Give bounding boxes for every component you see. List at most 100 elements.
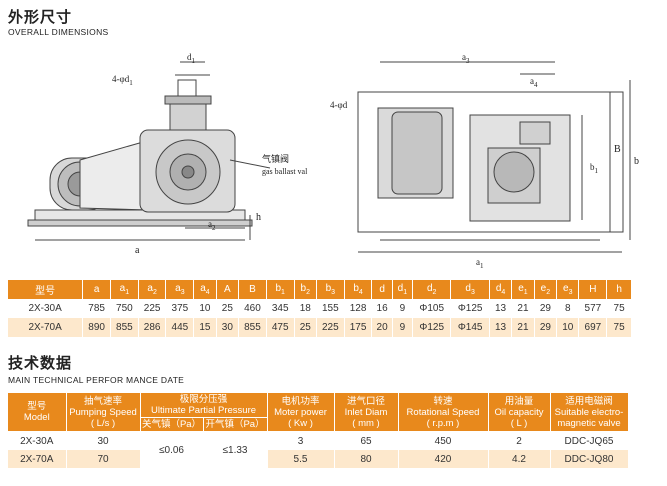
tech-header-open-ballast: 开气镇（Pa） <box>203 417 268 432</box>
svg-text:a1: a1 <box>476 257 484 270</box>
svg-text:b1: b1 <box>590 162 599 175</box>
dims-cell: 25 <box>294 318 317 337</box>
dims-cell: 13 <box>489 299 513 318</box>
dims-cell: 460 <box>238 299 267 318</box>
dims-header-col: d4 <box>489 280 513 299</box>
label-a1: a <box>476 257 480 267</box>
dims-header-col: e1 <box>511 280 535 299</box>
dims-header-col: a2 <box>138 280 167 299</box>
label-h: h <box>256 212 261 223</box>
dims-cell: 10 <box>193 299 217 318</box>
section2-title-cn: 技术数据 <box>8 354 73 372</box>
tech-cell-speed: 70 <box>66 450 141 468</box>
tech-cell-closed: ≤0.06 <box>140 431 204 468</box>
tech-header-closed-ballast: 关气镇（Pa） <box>140 417 204 432</box>
dims-cell: 29 <box>534 318 558 337</box>
dims-cell: 18 <box>294 299 317 318</box>
dims-cell: 475 <box>266 318 295 337</box>
tech-cell-oil: 4.2 <box>488 450 551 468</box>
dims-header-col: e3 <box>556 280 580 299</box>
section2-title-en: MAIN TECHNICAL PERFOR MANCE DATE <box>8 375 185 385</box>
dims-cell: Φ125 <box>450 299 490 318</box>
tech-row: 2X-70A 70 5.5 80 420 4.2 DDC-JQ80 <box>8 450 629 468</box>
dims-cell: 785 <box>82 299 111 318</box>
label-4-phi-d1: 4-φd <box>112 74 130 84</box>
dims-cell: 286 <box>138 318 167 337</box>
dims-cell: 445 <box>165 318 195 337</box>
dims-cell: 750 <box>110 299 139 318</box>
dims-cell: 9 <box>392 299 414 318</box>
dims-cell: 225 <box>316 318 345 337</box>
label-b: b <box>634 156 639 167</box>
dims-header-col: d3 <box>450 280 490 299</box>
label-a2: a <box>208 219 212 229</box>
tech-cell-model: 2X-70A <box>8 450 67 468</box>
overall-dimensions-drawing: 4-φd1 d1 a a2 h 气镇阀 gas ballast val a3 a… <box>27 52 639 270</box>
label-gas-ballast-en: gas ballast val <box>262 167 308 176</box>
tech-cell-valve: DDC-JQ80 <box>550 450 629 468</box>
side-view <box>27 61 271 241</box>
dims-header-col: b3 <box>316 280 345 299</box>
dims-header-col: A <box>216 280 240 299</box>
dims-cell: 855 <box>238 318 267 337</box>
label-a4: a <box>530 76 534 86</box>
tech-cell-power: 5.5 <box>267 450 335 468</box>
section-title-en: OVERALL DIMENSIONS <box>8 27 109 37</box>
dims-cell: 25 <box>216 299 240 318</box>
dims-cell: 155 <box>316 299 345 318</box>
label-b1: b <box>590 162 595 172</box>
tech-cell-rpm: 420 <box>398 450 489 468</box>
dims-cell-model: 2X-30A <box>8 299 84 318</box>
label-d1: d <box>187 52 192 62</box>
tech-cell-open: ≤1.33 <box>203 431 268 468</box>
dims-cell: 345 <box>266 299 295 318</box>
dims-cell: 9 <box>392 318 414 337</box>
tech-cell-speed: 30 <box>66 431 141 450</box>
label-B: B <box>614 144 621 155</box>
dims-header-col: h <box>606 280 632 299</box>
dims-header-col: a4 <box>193 280 217 299</box>
dims-cell: 13 <box>489 318 513 337</box>
svg-text:a4: a4 <box>530 76 538 89</box>
svg-text:d1: d1 <box>187 52 196 65</box>
dims-header-model: 型号 <box>8 280 84 299</box>
tech-cell-oil: 2 <box>488 431 551 450</box>
tech-cell-power: 3 <box>267 431 335 450</box>
dims-header-col: b4 <box>344 280 373 299</box>
svg-text:a2: a2 <box>208 219 216 232</box>
dims-header-col: e2 <box>534 280 558 299</box>
dims-cell: 15 <box>193 318 217 337</box>
dims-cell: 577 <box>578 299 608 318</box>
dims-header-col: d1 <box>392 280 414 299</box>
dims-cell: 697 <box>578 318 608 337</box>
label-4-phi-d: 4-φd <box>330 100 348 110</box>
label-a: a <box>135 245 140 256</box>
dims-cell: 8 <box>556 299 580 318</box>
dims-cell: 75 <box>606 318 632 337</box>
dims-cell-model: 2X-70A <box>8 318 84 337</box>
dims-cell: 21 <box>511 318 535 337</box>
dims-header-col: b2 <box>294 280 317 299</box>
section-title-cn: 外形尺寸 <box>8 8 73 26</box>
svg-text:4-φd1: 4-φd1 <box>112 74 133 87</box>
tech-cell-model: 2X-30A <box>8 431 67 450</box>
dims-header-col: a3 <box>165 280 195 299</box>
dims-cell: Φ105 <box>412 299 452 318</box>
dims-cell: 128 <box>344 299 373 318</box>
dims-cell: 75 <box>606 299 632 318</box>
dims-cell: Φ125 <box>412 318 452 337</box>
dims-cell: Φ145 <box>450 318 490 337</box>
top-view <box>357 61 631 253</box>
svg-text:a3: a3 <box>462 52 470 65</box>
dims-cell: 855 <box>110 318 139 337</box>
